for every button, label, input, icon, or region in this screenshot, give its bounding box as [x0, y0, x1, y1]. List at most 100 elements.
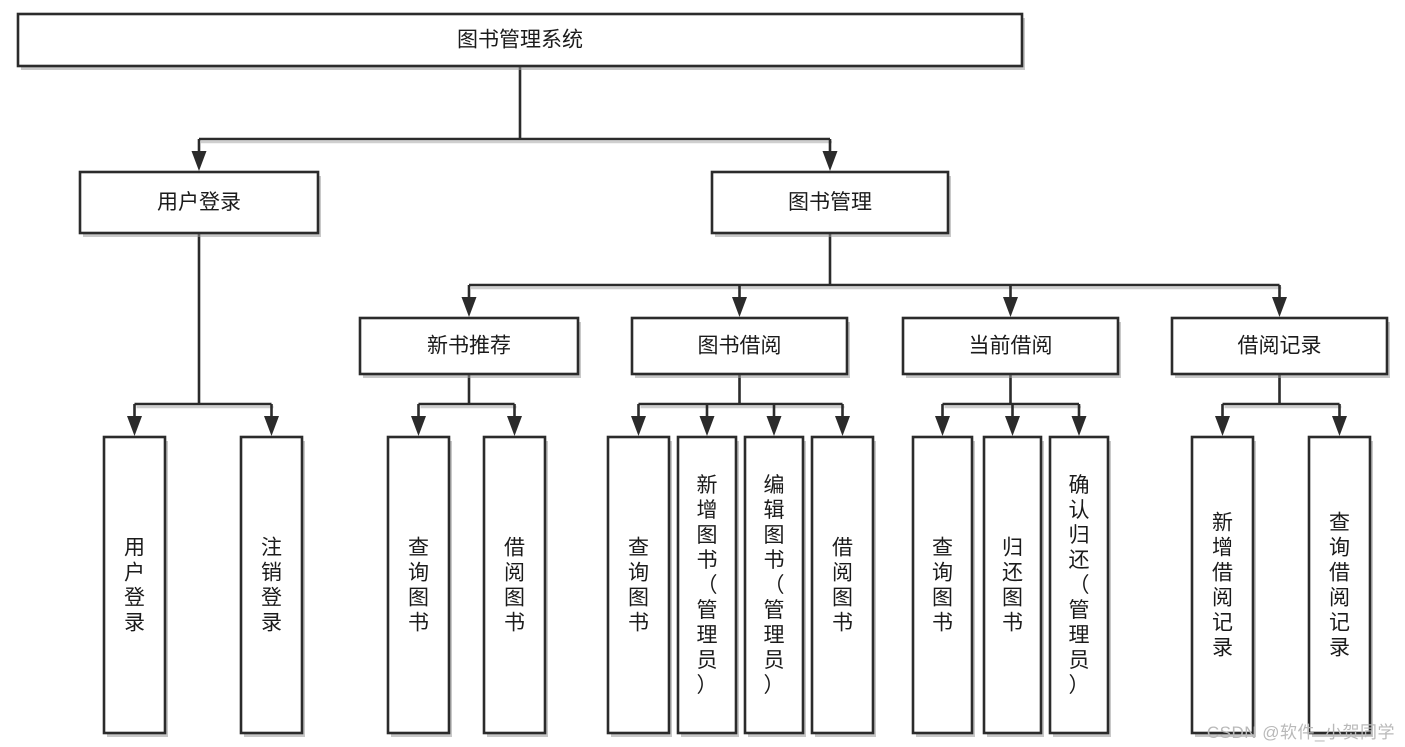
arrow-head-icon	[127, 416, 142, 436]
arrow-head-icon	[507, 416, 522, 436]
node-book-borrow[interactable]: 图书借阅	[630, 316, 850, 378]
node-label-char: （	[764, 574, 785, 597]
node-label: 用户登录	[157, 191, 241, 214]
node-label-char: 阅	[832, 562, 853, 585]
node-label-char: 录	[124, 612, 145, 635]
node-label-char: 员	[764, 649, 785, 672]
node-label-char: 书	[628, 612, 649, 635]
node-box	[482, 435, 547, 735]
node-label-char: 管	[1069, 599, 1090, 622]
node-label-char: 记	[1212, 612, 1233, 635]
node-label-char: 查	[1329, 512, 1350, 535]
node-box	[630, 316, 849, 376]
connector-group-new-book-rec	[411, 374, 522, 436]
connectors-layer	[127, 66, 1347, 436]
node-box	[743, 435, 805, 735]
node-label-char: 还	[1069, 549, 1090, 572]
node-leaf-user-login[interactable]: 用户登录	[102, 435, 168, 737]
node-label-char: 查	[628, 537, 649, 560]
node-label-char: 录	[1329, 637, 1350, 660]
node-borrow-record[interactable]: 借阅记录	[1170, 316, 1390, 378]
node-label-char: 图	[697, 524, 718, 547]
node-label-char: 借	[1212, 562, 1233, 585]
node-label-char: 辑	[764, 499, 785, 522]
node-label-char: （	[697, 574, 718, 597]
node-box	[606, 435, 671, 735]
node-label-char: 理	[764, 624, 785, 647]
node-label-char: 登	[261, 587, 282, 610]
node-current-borrow[interactable]: 当前借阅	[901, 316, 1121, 378]
node-label-char: 户	[124, 562, 145, 585]
node-label-char: 询	[1329, 537, 1350, 560]
node-label-char: 阅	[1329, 587, 1350, 610]
node-label-char: 员	[697, 649, 718, 672]
connector-group-book-borrow	[631, 374, 850, 436]
node-label-char: 书	[697, 549, 718, 572]
node-label-char: 询	[408, 562, 429, 585]
arrow-head-icon	[835, 416, 850, 436]
arrow-head-icon	[1005, 416, 1020, 436]
arrow-head-icon	[1003, 297, 1018, 317]
node-label-char: 录	[261, 612, 282, 635]
node-label: 图书管理	[788, 191, 872, 214]
node-box	[810, 435, 875, 735]
node-label-char: （	[1069, 574, 1090, 597]
node-label-char: 阅	[504, 562, 525, 585]
node-label-char: 图	[408, 587, 429, 610]
node-label-char: 归	[1069, 524, 1090, 547]
arrow-head-icon	[264, 416, 279, 436]
node-label-char: ）	[1069, 674, 1090, 697]
node-label: 图书借阅	[698, 335, 782, 358]
node-label-char: 销	[261, 562, 282, 585]
node-label-char: 管	[697, 599, 718, 622]
connector-group-borrow-record	[1215, 374, 1347, 436]
nodes-layer: 图书管理系统用户登录图书管理新书推荐图书借阅当前借阅借阅记录用户登录注销登录查询…	[16, 12, 1390, 737]
node-label-char: 借	[504, 537, 525, 560]
node-label-char: 书	[1002, 612, 1023, 635]
node-label-char: 新	[1212, 512, 1233, 535]
node-user-login[interactable]: 用户登录	[78, 170, 321, 237]
node-label-char: ）	[764, 674, 785, 697]
node-label-char: 登	[124, 587, 145, 610]
arrow-head-icon	[411, 416, 426, 436]
node-label-char: 书	[832, 612, 853, 635]
node-new-book-rec[interactable]: 新书推荐	[358, 316, 581, 378]
node-book-manage[interactable]: 图书管理	[710, 170, 951, 237]
arrow-head-icon	[822, 151, 838, 171]
node-label-char: 图	[628, 587, 649, 610]
node-label-char: 录	[1212, 637, 1233, 660]
node-box	[358, 316, 580, 376]
node-box	[102, 435, 167, 735]
node-label-char: 询	[932, 562, 953, 585]
connector-group-current-borrow	[935, 374, 1087, 436]
watermark-text: CSDN @软件_小贺同学	[1206, 723, 1395, 742]
node-label-char: 理	[697, 624, 718, 647]
node-label-char: 阅	[1212, 587, 1233, 610]
node-label-char: 新	[697, 474, 718, 497]
arrow-head-icon	[631, 416, 646, 436]
arrow-head-icon	[461, 297, 477, 317]
node-box	[1307, 435, 1372, 735]
node-root[interactable]: 图书管理系统	[16, 12, 1025, 70]
arrow-head-icon	[191, 151, 207, 171]
node-label-char: 查	[408, 537, 429, 560]
node-box	[710, 170, 950, 235]
arrow-head-icon	[935, 416, 950, 436]
node-label-char: 用	[124, 537, 145, 560]
arrow-head-icon	[1332, 416, 1347, 436]
arrow-head-icon	[1071, 416, 1087, 436]
node-label-char: 图	[1002, 587, 1023, 610]
